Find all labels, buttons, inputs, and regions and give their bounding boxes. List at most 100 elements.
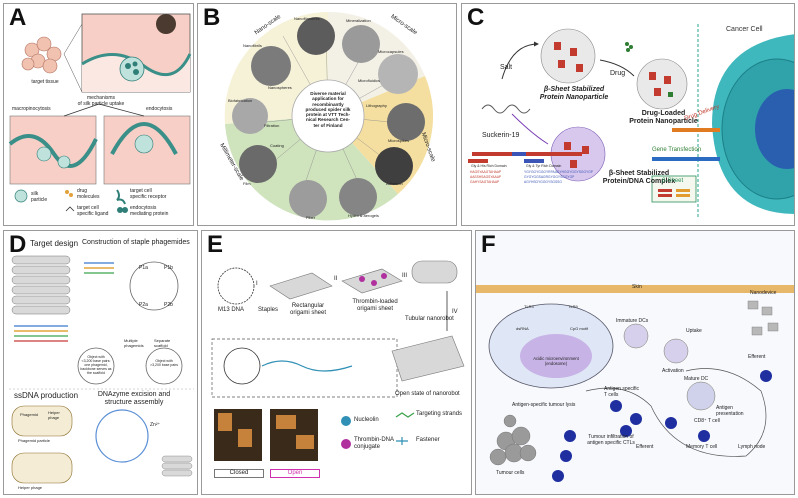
target-tissue-label: target tissue <box>31 79 59 85</box>
phagemid-particle-label: Phagemid particle <box>18 438 51 443</box>
domain2-label: Gly & Tyr Rich Domain <box>526 164 562 168</box>
item-filtration: Filtration <box>264 123 280 128</box>
antigen-pres-label: Antigen presentation <box>716 405 744 417</box>
dsrna-label: dsRNA <box>516 326 529 331</box>
tumour-cells-label: Tumour cells <box>496 470 525 476</box>
targeting-label: Targeting strands <box>416 411 463 417</box>
thrombin-origami-label: Thrombin-loaded origami sheet <box>352 299 398 312</box>
micrograph-thumbnails <box>232 17 425 218</box>
legend-endo-icon <box>117 207 123 213</box>
ssdna-ring <box>95 409 149 463</box>
target-tissue-icon <box>21 36 62 74</box>
seq-right-1: YGYGGYGGGYRPAAGYHGGYGGYSGGYGP <box>524 170 594 174</box>
legend-endo-label: endocytosis mediating protein <box>130 205 169 217</box>
m13-circle <box>217 267 255 305</box>
bacterium-2 <box>11 452 73 484</box>
legend-silk-icon <box>14 189 28 203</box>
p1b-label: P1b <box>164 265 173 271</box>
efferent-label-2: Efferent <box>636 444 654 450</box>
item-aerogels: Hydro & aerogels <box>348 213 379 218</box>
zn-label: Zn²⁺ <box>150 422 161 428</box>
panel-e: E M13 DNA Staples Rectangular origami sh… <box>201 230 472 495</box>
open-state-label: Open state of nanorobot <box>395 391 460 397</box>
ssdna-label: ssDNA production <box>14 391 79 400</box>
legend-receptor-label: target cell specific receptor <box>130 188 167 200</box>
skin-label: Skin <box>632 284 642 290</box>
seq-left-1: HAGSYAAGTAHAAP <box>470 170 502 174</box>
legend-drug-label: drug molecules <box>77 188 100 200</box>
step-ii-label: II <box>334 276 338 282</box>
tubular-label: Tubular nanorobot <box>405 316 454 322</box>
step-i-label: I <box>256 281 258 287</box>
bsheet-label: β-Sheet <box>662 178 684 184</box>
rect-origami <box>269 272 333 300</box>
panel-e-label: E <box>207 231 224 258</box>
domain1-label: Gly & His Rich Domain <box>471 164 507 168</box>
p1a-label: P1a <box>139 265 148 271</box>
obj2-label: Object with >3,200 base pairs <box>150 359 178 368</box>
target-design-label: Target design <box>30 239 79 248</box>
immature-dcs-label: Immature DCs <box>616 318 649 324</box>
seq-right-3: AGYHSGYGGGYSGSSG <box>524 180 562 184</box>
cancer-cell-label: Cancer Cell <box>726 26 763 33</box>
helper-label: Helper phage <box>48 410 60 420</box>
tubular-nanorobot <box>411 260 458 284</box>
infiltration-label: Tumour infiltration of antigen specific … <box>587 434 635 446</box>
thrombin-dna-label: Thrombin-DNA conjugate <box>354 437 395 450</box>
item-nanofibrils: Nanofibrils <box>243 43 262 48</box>
mechanisms-label: mechanisms of silk particle uptake <box>77 95 125 107</box>
item-mineralization: Mineralization <box>346 18 371 23</box>
dnazyme-label: DNAzyme excision and structure assembly <box>97 391 171 407</box>
cpg-label: CpG motif <box>570 326 589 331</box>
panel-d-illustration <box>9 255 194 484</box>
phagemid-label: Phagemid <box>20 412 39 417</box>
item-nanofilaments: Nanofilaments <box>294 16 320 21</box>
cd8-label: CD8⁺ T cell <box>694 418 720 424</box>
nucleus-shape <box>755 89 794 169</box>
tlr9-label: TLR9 <box>568 304 578 309</box>
helper-phage-label: Helper phage <box>18 485 43 490</box>
staples-label: Staples <box>258 307 279 313</box>
nucleolin-label: Nucleolin <box>354 417 379 423</box>
skin-layer <box>476 285 794 293</box>
m13-label: M13 DNA <box>218 307 245 313</box>
suckerin-label: Suckerin-19 <box>482 132 520 139</box>
item-microfluidics: Microfluidics <box>358 78 381 83</box>
seq-left-2: AASSHSAGSYAAAP <box>470 175 502 179</box>
panel-f-label: F <box>481 231 496 258</box>
legend-ligand-icon <box>65 206 75 212</box>
tumour-cells <box>489 414 537 466</box>
panel-c: C Salt Drug Suckerin-19 β-Sheet Stabiliz… <box>461 3 795 226</box>
endocytosis-label: endocytosis <box>146 106 173 112</box>
uptake-label: Uptake <box>686 328 702 334</box>
acidic-endosome <box>520 334 592 378</box>
item-coating: Coating <box>270 143 284 148</box>
suckerin-coil <box>481 104 531 114</box>
efferent-label-1: Efferent <box>748 354 766 360</box>
nanoparticle-2 <box>636 58 688 110</box>
activation-label: Activation <box>662 368 684 374</box>
staple-construction-label: Construction of staple phagemides <box>82 239 190 246</box>
panel-a-illustration <box>8 13 192 213</box>
panel-e-illustration <box>211 260 465 461</box>
panel-b: B Diverse material application for recom… <box>197 3 457 226</box>
step-iv-label: IV <box>452 309 458 315</box>
panel-f-illustration <box>476 231 794 494</box>
acidic-label: Acidic microenvironment (endosome) <box>533 356 579 366</box>
multiple-label: Multiple phagemids <box>124 338 144 348</box>
salt-label: Salt <box>500 64 513 71</box>
legend-drug-icon <box>65 190 69 194</box>
item-film: Film <box>243 181 251 186</box>
tumour-lysis-label: Antigen-specific tumour lysis <box>512 402 576 408</box>
legend-ligand-label: target cell specific ligand <box>77 205 109 217</box>
legend-receptor-icon <box>116 189 126 205</box>
panel-b-wheel <box>224 11 434 221</box>
panel-d: D Target design Construction of staple p… <box>3 230 198 495</box>
p2a-label: P2a <box>139 302 148 308</box>
seq-right-2: GYGYGGSAGRGYGGYSGGYGP <box>524 175 575 179</box>
p2b-label: P2b <box>164 302 173 308</box>
nucleolin-icon <box>341 416 351 426</box>
panel-c-label: C <box>467 4 485 31</box>
tlr3-label: TLR3 <box>524 304 534 309</box>
antigen-specific-t-label: Antigen specific T cells <box>604 386 640 398</box>
